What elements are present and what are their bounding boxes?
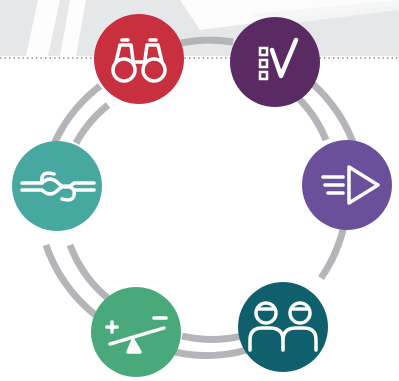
ring-arc-lower-left-inner xyxy=(66,243,113,303)
node-binoculars xyxy=(94,14,184,104)
node-play xyxy=(302,140,392,230)
top-background-band xyxy=(0,0,399,56)
two-people-icon xyxy=(248,301,318,352)
seesaw-plus-minus-icon xyxy=(105,316,168,354)
node-people xyxy=(238,282,328,372)
ring-arc-top xyxy=(180,36,234,47)
node-checklist xyxy=(230,17,320,107)
play-arrow-icon xyxy=(321,165,380,205)
ring-arc-upper-left-inner xyxy=(72,102,111,145)
node-balance xyxy=(91,287,181,377)
knot-icon xyxy=(20,171,96,202)
node-knot xyxy=(12,141,102,231)
checklist-icon xyxy=(258,37,299,81)
ring-arc-bottom-inner xyxy=(181,332,243,343)
binoculars-icon xyxy=(111,38,167,83)
